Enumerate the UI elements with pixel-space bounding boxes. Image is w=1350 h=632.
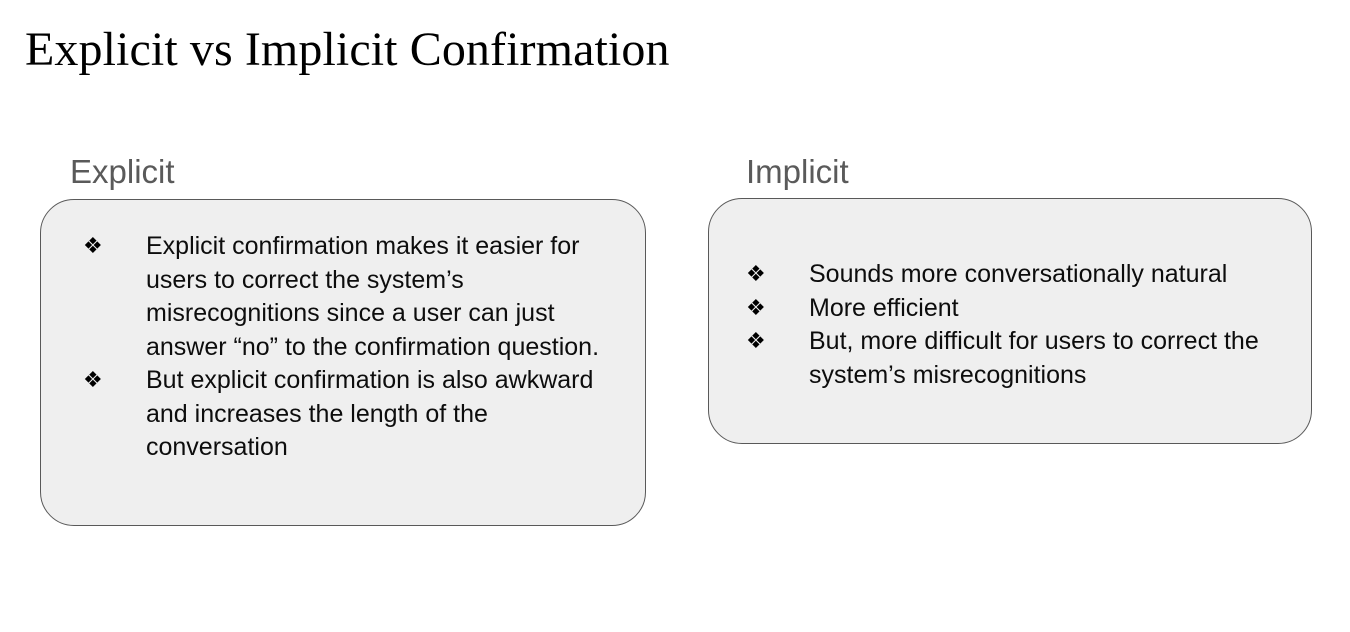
diamond-bullet-icon: ❖ — [83, 368, 103, 393]
list-item: ❖ But explicit confirmation is also awkw… — [83, 364, 613, 465]
list-item-text: Explicit confirmation makes it easier fo… — [146, 232, 600, 361]
column-heading-explicit: Explicit — [70, 153, 175, 190]
list-item-text: More efficient — [809, 293, 959, 322]
list-item: ❖ But, more difficult for users to corre… — [746, 325, 1291, 392]
diamond-bullet-icon: ❖ — [746, 262, 766, 287]
diamond-bullet-icon: ❖ — [746, 329, 766, 354]
implicit-card: ❖ Sounds more conversationally natural ❖… — [708, 198, 1312, 444]
page-title: Explicit vs Implicit Confirmation — [25, 23, 670, 76]
diamond-bullet-icon: ❖ — [746, 295, 766, 321]
list-item-text: Sounds more conversationally natural — [809, 260, 1228, 288]
list-item-text: But, more difficult for users to correct… — [809, 327, 1259, 389]
list-item: ❖ Sounds more conversationally natural — [746, 258, 1291, 292]
list-item: ❖ More efficient — [746, 292, 1291, 326]
explicit-bullet-list: ❖ Explicit confirmation makes it easier … — [83, 230, 613, 465]
column-heading-implicit: Implicit — [746, 153, 849, 190]
list-item: ❖ Explicit confirmation makes it easier … — [83, 230, 613, 364]
list-item-text: But explicit confirmation is also awkwar… — [146, 366, 594, 461]
implicit-bullet-list: ❖ Sounds more conversationally natural ❖… — [746, 258, 1291, 392]
explicit-card: ❖ Explicit confirmation makes it easier … — [40, 199, 646, 526]
diamond-bullet-icon: ❖ — [83, 234, 103, 259]
